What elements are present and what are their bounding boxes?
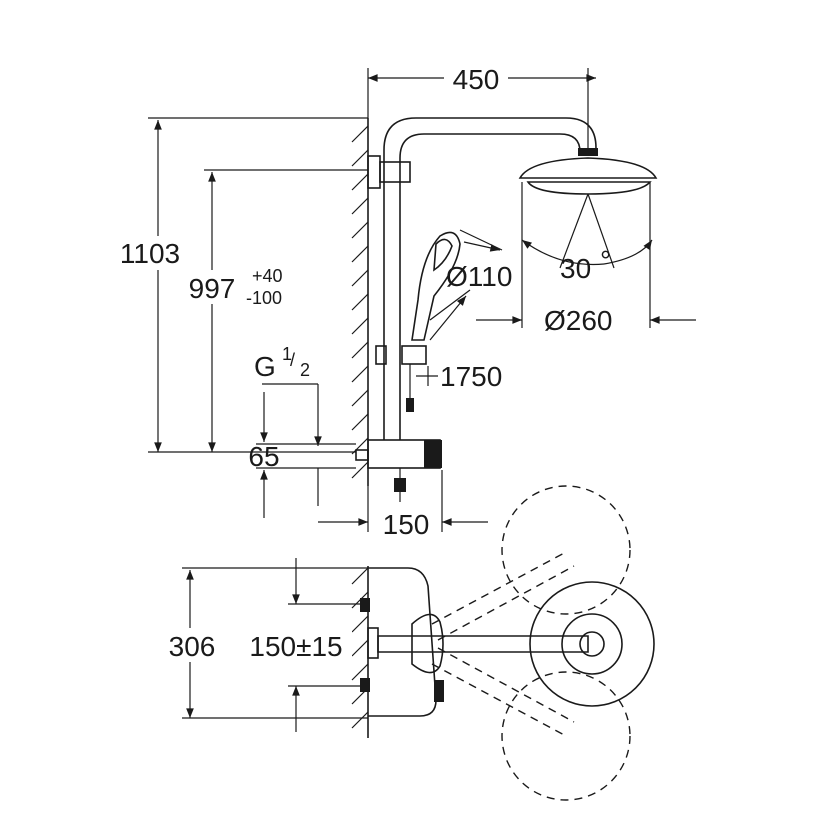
wall-hatching — [351, 125, 369, 479]
slider-holder — [401, 345, 427, 365]
dim-260-label: Ø260 — [544, 305, 613, 336]
thread-denominator: 2 — [300, 360, 310, 380]
elevation-view: 450 1103 997 +40 -100 Ø110 Ø260 30 ° 175… — [112, 62, 696, 540]
dim-1103-label: 1103 — [120, 238, 180, 269]
shower-arm-plan — [377, 635, 589, 653]
dim-65-label: 65 — [248, 441, 279, 472]
dim-centers-label: 150±15 — [249, 631, 342, 662]
dim-110-label: Ø110 — [446, 261, 512, 292]
thermostat-body — [355, 439, 442, 502]
dim-997-tol-minus: -100 — [246, 288, 282, 308]
thread-slash: / — [290, 350, 295, 370]
dim-150-label: 150 — [383, 509, 430, 540]
swivel-position-lower — [501, 671, 631, 801]
inlet-bottom — [360, 678, 370, 692]
riser-pipe-outer — [383, 117, 597, 440]
riser-pipe-inner — [399, 133, 581, 440]
thread-numerator: 1 — [282, 344, 292, 364]
wall-bracket — [367, 155, 381, 189]
thread-label: G — [254, 351, 276, 382]
bracket-clamp — [379, 161, 411, 183]
hand-shower — [375, 231, 461, 365]
dim-997-tol-plus: +40 — [252, 266, 283, 286]
plan-wall-hatching — [351, 567, 369, 729]
hand-shower-plan — [411, 613, 444, 674]
swivel-position-upper — [501, 485, 631, 615]
angle-label: 30 — [560, 253, 591, 284]
head-shower-plan — [529, 581, 655, 707]
hose-length-label: 1750 — [440, 361, 502, 392]
dim-306-label: 306 — [169, 631, 216, 662]
inlet-top — [360, 598, 370, 612]
thermostat-plan — [368, 567, 437, 717]
angle-degree-symbol: ° — [600, 245, 611, 276]
dim-line-110 — [429, 295, 467, 341]
hose-connector — [406, 398, 414, 412]
dim-997-label: 997 — [189, 273, 236, 304]
plan-view: 306 150±15 — [158, 485, 655, 801]
head-shower — [518, 148, 658, 269]
angle-arc — [521, 239, 605, 266]
dim-450-label: 450 — [453, 64, 500, 95]
